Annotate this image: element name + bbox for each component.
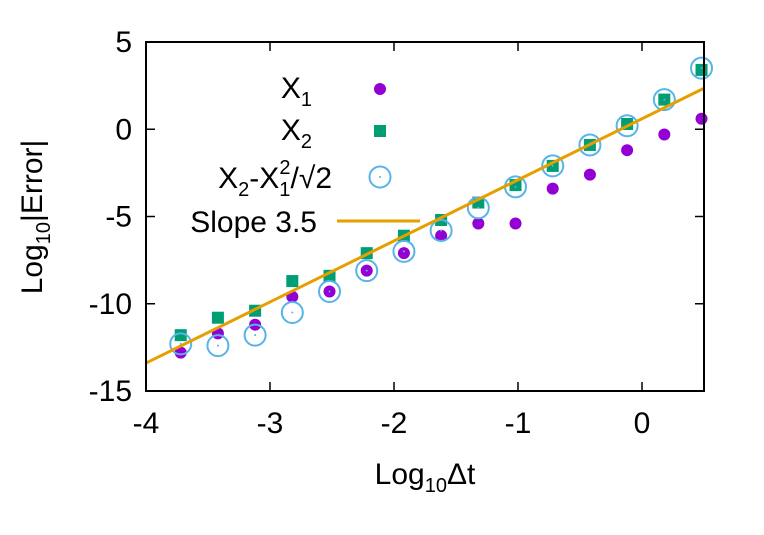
point-combo-ring	[206, 334, 230, 358]
legend-swatch-x2	[374, 125, 386, 137]
point-x1	[546, 182, 559, 195]
point-combo-dot	[551, 164, 554, 167]
point-combo-dot	[477, 206, 480, 209]
point-x1	[174, 346, 187, 359]
legend-label-slope: Slope 3.5	[190, 206, 317, 239]
point-combo-ring	[243, 323, 267, 347]
y-tick-label: 5	[115, 26, 132, 59]
point-x1	[583, 168, 596, 181]
legend-label-x2: X2	[281, 114, 312, 153]
point-combo-ring	[355, 259, 379, 283]
legend: X1 X2 X2-X12/√2 Slope 3.5	[190, 72, 420, 239]
point-x2	[286, 275, 299, 288]
point-combo-ring	[392, 239, 416, 263]
point-combo-ring	[578, 133, 602, 157]
point-combo	[429, 218, 453, 242]
point-x1	[472, 217, 485, 230]
x-tick-label: -4	[133, 407, 160, 440]
point-x2	[211, 311, 224, 324]
legend-swatch-combo	[368, 165, 392, 189]
point-combo	[318, 280, 342, 304]
x-tick-label: -3	[257, 407, 284, 440]
point-combo-dot	[254, 334, 257, 337]
y-label-sub: 10	[33, 222, 55, 244]
point-x2	[695, 63, 708, 76]
point-x1	[658, 128, 671, 141]
x-tick-label: -1	[505, 407, 532, 440]
point-combo-ring	[466, 196, 490, 220]
point-combo-ring	[615, 114, 639, 138]
x-tick-label: -2	[381, 407, 408, 440]
slope-line	[145, 86, 705, 365]
point-combo	[280, 300, 304, 324]
point-combo-dot	[291, 311, 294, 314]
point-x1	[435, 229, 448, 242]
point-combo	[541, 154, 565, 178]
point-combo-dot	[328, 290, 331, 293]
point-x1	[397, 247, 410, 260]
point-combo-ring	[318, 280, 342, 304]
point-combo	[243, 323, 267, 347]
legend-swatch-combo-dot	[379, 176, 381, 178]
y-tick-label: -15	[89, 375, 132, 408]
point-combo-ring	[169, 332, 193, 356]
plot-frame	[145, 41, 705, 392]
point-combo	[690, 56, 714, 80]
point-combo-dot	[514, 185, 517, 188]
point-x1	[509, 217, 522, 230]
legend-swatch-combo-ring	[368, 165, 392, 189]
legend-label-x1: X1	[281, 72, 312, 111]
point-combo	[652, 88, 676, 112]
point-combo-ring	[280, 300, 304, 324]
point-combo-ring	[541, 154, 565, 178]
point-x2	[174, 329, 187, 342]
point-combo-dot	[700, 67, 703, 70]
y-label-rest: |Error|	[16, 140, 49, 222]
point-combo-ring	[429, 218, 453, 242]
x-label-sub: 10	[425, 475, 447, 497]
point-combo-dot	[365, 269, 368, 272]
legend-swatches	[337, 83, 420, 223]
x-axis-label: Log10Δt	[375, 458, 476, 497]
legend-swatch-x1	[374, 83, 386, 95]
x-tick-label: 0	[634, 407, 651, 440]
point-combo	[206, 334, 230, 358]
y-axis-label: Log10|Error|	[16, 140, 55, 295]
point-combo-dot	[663, 98, 666, 101]
point-combo	[392, 239, 416, 263]
slope-line-layer	[145, 86, 705, 365]
point-combo-dot	[402, 250, 405, 253]
point-x1	[621, 144, 634, 157]
y-tick-label: -5	[105, 201, 132, 234]
x-label-base: Log	[375, 458, 425, 491]
point-x1	[695, 112, 708, 125]
legend-label-combo: X2-X12/√2	[218, 157, 332, 201]
point-combo-ring	[690, 56, 714, 80]
point-combo-dot	[216, 344, 219, 347]
point-combo-ring	[652, 88, 676, 112]
y-label-base: Log	[16, 244, 49, 294]
x-label-rest: Δt	[447, 458, 476, 491]
y-tick-label: 0	[115, 113, 132, 146]
point-combo	[466, 196, 490, 220]
point-combo	[355, 259, 379, 283]
y-tick-label: -10	[89, 288, 132, 321]
point-combo-dot	[440, 229, 443, 232]
